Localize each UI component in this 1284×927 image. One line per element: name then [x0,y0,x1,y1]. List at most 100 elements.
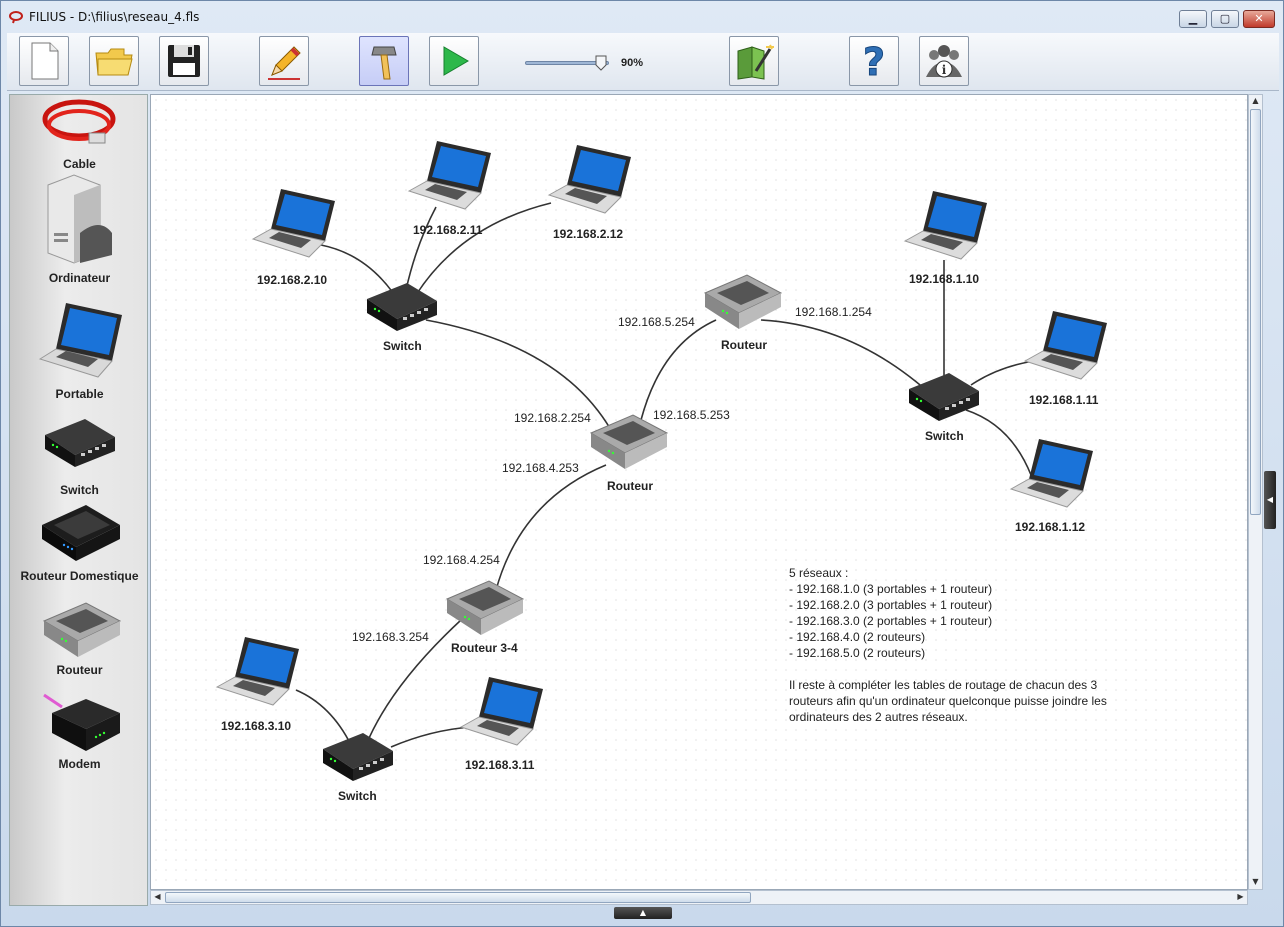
laptop-2-11[interactable] [407,137,493,211]
horizontal-scroll-thumb[interactable] [165,892,751,903]
cable-router-1-254-switch[interactable] [760,319,927,391]
cable-laptop-3-10-switch[interactable] [295,689,352,746]
scroll-right-icon[interactable]: ▶ [1237,892,1244,901]
palette-label-cable: Cable [63,157,96,171]
action-mode-button[interactable] [359,36,409,86]
switch-net-3[interactable] [321,731,395,783]
laptop-label: 192.168.2.10 [257,273,328,287]
cable-router-5-253-5-254[interactable] [640,319,717,421]
scroll-left-icon[interactable]: ◀ [154,892,161,901]
design-mode-button[interactable] [259,36,309,86]
cable-laptop-1-12-switch[interactable] [965,409,1032,476]
palette-item-cable[interactable]: Cable [10,95,149,173]
note-line: Il reste à compléter les tables de routa… [789,678,1098,692]
note-line: routeurs afin qu'un ordinateur quelconqu… [789,694,1107,708]
palette-item-router[interactable]: Routeur [10,593,149,685]
interface-label: 192.168.3.254 [352,630,429,644]
palette-label-computer: Ordinateur [48,271,111,285]
laptop-icon [38,303,122,378]
interface-label: 192.168.2.254 [514,411,591,425]
close-button[interactable]: ✕ [1243,10,1275,28]
folder-icon [95,48,133,76]
note-line: - 192.168.5.0 (2 routeurs) [789,646,926,660]
interface-label: 192.168.5.254 [618,315,695,329]
floppy-disk-icon [168,45,200,77]
laptop-label: 192.168.3.10 [221,719,292,733]
note-line [789,661,1149,677]
switch-label: Switch [383,339,422,353]
cable-router-4-253-4-254[interactable] [495,464,607,591]
laptop-label: 192.168.1.11 [1029,393,1099,407]
router-central[interactable] [589,413,669,475]
bottom-panel-toggle[interactable]: ▲ [614,907,672,919]
router-label: Routeur [721,338,767,352]
palette-item-computer[interactable]: Ordinateur [10,173,149,285]
laptop-2-12[interactable] [547,141,633,215]
laptop-3-11[interactable] [459,673,545,747]
laptop-1-10[interactable] [903,187,989,261]
maximize-icon: ▢ [1219,12,1231,25]
side-panel-toggle[interactable]: ◀ [1264,471,1276,529]
scroll-down-icon[interactable]: ▼ [1252,877,1259,886]
note-text[interactable]: 5 réseaux : - 192.168.1.0 (3 portables +… [789,565,1149,725]
interface-label: 192.168.1.254 [795,305,872,319]
palette-label-router: Routeur [56,663,103,677]
play-icon [443,46,469,76]
laptop-3-10[interactable] [215,633,301,707]
cable-router-3-254-switch[interactable] [365,619,462,746]
zoom-value: 90% [621,57,644,69]
router-icon [42,602,122,657]
open-file-button[interactable] [89,36,139,86]
computer-tower-icon [47,174,112,264]
cable-laptop-2-12-switch[interactable] [415,202,552,296]
laptop-2-10[interactable] [251,185,337,259]
palette-item-home-router[interactable]: Routeur Domestique [10,493,149,593]
home-router-icon [42,505,120,561]
vertical-scrollbar[interactable]: ▲ ▼ [1248,94,1263,890]
palette-item-modem[interactable]: Modem [10,685,149,775]
cable-icon [42,99,116,144]
help-button[interactable]: ? [849,36,899,86]
zoom-slider-thumb[interactable] [595,55,607,71]
switch-net-1[interactable] [907,371,981,423]
zoom-slider-track[interactable] [525,61,609,65]
switch-label: Switch [338,789,377,803]
info-button[interactable]: i [919,36,969,86]
filius-logo-icon [9,11,23,24]
maximize-button[interactable]: ▢ [1211,10,1239,28]
pencil-icon [268,46,301,80]
laptop-1-12[interactable] [1009,435,1095,509]
hammer-icon [371,46,397,80]
switch-net-2[interactable] [365,281,439,333]
interface-label: 192.168.4.254 [423,553,500,567]
horizontal-scrollbar[interactable]: ◀ ▶ [150,890,1248,905]
network-canvas[interactable]: 192.168.2.10 192.168.2.11 192.168.2.12 1… [150,94,1248,890]
zoom-slider[interactable] [525,55,611,71]
laptop-1-11[interactable] [1023,307,1109,381]
router-net-5-1[interactable] [703,273,783,335]
new-file-button[interactable] [19,36,69,86]
magic-book-icon [737,44,774,80]
palette-item-switch[interactable]: Switch [10,403,149,497]
save-file-button[interactable] [159,36,209,86]
info-people-icon: i [926,45,962,78]
vertical-scroll-thumb[interactable] [1250,109,1261,515]
wizard-button[interactable] [729,36,779,86]
svg-text:?: ? [863,41,885,81]
cable-laptop-2-11-switch[interactable] [405,206,437,291]
window-title: FILIUS - D:\filius\reseau_4.fls [29,10,200,24]
note-line: - 192.168.2.0 (3 portables + 1 routeur) [789,598,993,612]
switch-icon [45,419,115,467]
scroll-up-icon[interactable]: ▲ [1252,96,1259,105]
component-palette: Cable Ordinateur Portable [9,94,148,906]
cable-switch-router-2-254[interactable] [425,319,612,431]
router-3-4[interactable] [445,579,525,641]
palette-item-laptop[interactable]: Portable [10,283,149,403]
note-line: - 192.168.3.0 (2 portables + 1 routeur) [789,614,993,628]
laptop-label: 192.168.2.11 [413,223,483,237]
interface-label: 192.168.5.253 [653,408,730,422]
note-line: ordinateurs des 2 autres réseaux. [789,710,968,724]
simulation-mode-button[interactable] [429,36,479,86]
minimize-button[interactable]: ▁ [1179,10,1207,28]
